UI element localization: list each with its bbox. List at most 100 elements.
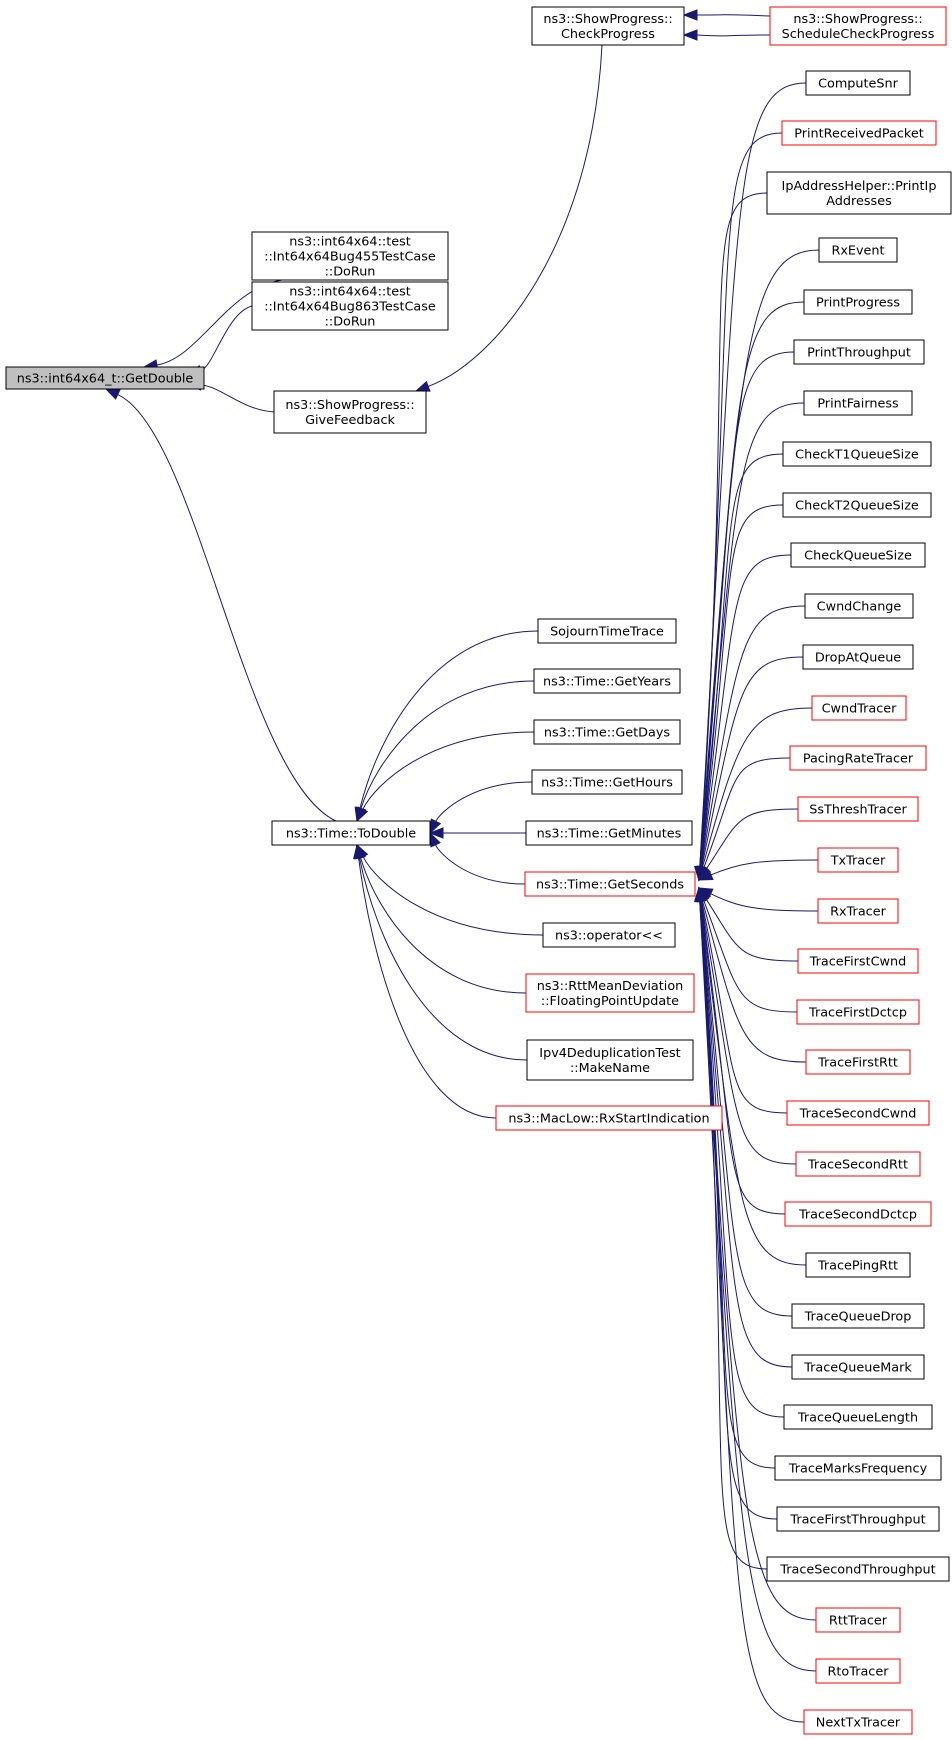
node-printfairness[interactable]: PrintFairness — [803, 390, 913, 416]
node-box — [791, 1354, 925, 1380]
edge-printthroughput-to-getseconds — [699, 351, 795, 868]
edge-rtttracer-to-getseconds — [699, 900, 817, 1621]
node-checkt2[interactable]: CheckT2QueueSize — [782, 492, 932, 518]
node-traceseconddctcp[interactable]: TraceSecondDctcp — [784, 1201, 932, 1227]
node-box — [525, 973, 695, 1013]
edge-getminutes-to-todouble-arrow — [428, 827, 444, 839]
node-label: TraceQueueMark — [803, 1361, 912, 1376]
node-rxevent[interactable]: RxEvent — [818, 237, 898, 263]
node-tracequeuemark[interactable]: TraceQueueMark — [791, 1354, 925, 1380]
node-label: TxTracer — [830, 854, 886, 869]
node-tracefirstdctcp[interactable]: TraceFirstDctcp — [796, 999, 920, 1025]
node-label: IpAddressHelper::PrintIp — [782, 179, 937, 194]
node-maclow[interactable]: ns3::MacLow::RxStartIndication — [495, 1105, 723, 1131]
edge-computesnr-to-getseconds — [699, 82, 807, 868]
node-cwndchange[interactable]: CwndChange — [804, 593, 914, 619]
node-todouble[interactable]: ns3::Time::ToDouble — [271, 820, 431, 846]
node-label: PrintThroughput — [807, 346, 911, 361]
node-box — [766, 171, 952, 215]
node-tracequeuedrop[interactable]: TraceQueueDrop — [791, 1303, 925, 1329]
node-getminutes[interactable]: ns3::Time::GetMinutes — [525, 820, 693, 846]
node-checkqueue[interactable]: CheckQueueSize — [790, 542, 926, 568]
node-label: Ipv4DeduplicationTest — [539, 1046, 680, 1061]
node-sojourn[interactable]: SojournTimeTrace — [537, 618, 677, 644]
edge-checkprogress-to-givefeedback-arrow — [414, 380, 431, 392]
node-tracesecondrtt[interactable]: TraceSecondRtt — [795, 1151, 921, 1177]
edge-checkqueue-to-getseconds — [700, 554, 792, 868]
node-computesnr[interactable]: ComputeSnr — [805, 70, 911, 96]
node-box — [817, 898, 899, 924]
node-schedulecheck[interactable]: ns3::ShowProgress::ScheduleCheckProgress — [769, 6, 947, 46]
node-gethours[interactable]: ns3::Time::GetHours — [531, 769, 683, 795]
node-label: ns3::ShowProgress:: — [285, 398, 414, 413]
node-box — [533, 668, 681, 694]
node-tracesecondthroughput[interactable]: TraceSecondThroughput — [766, 1556, 950, 1582]
node-box — [803, 289, 913, 315]
node-printthroughput[interactable]: PrintThroughput — [793, 339, 925, 365]
edge-schedulecheck-to-checkprogress — [696, 14, 771, 17]
node-label: ::DoRun — [325, 265, 376, 280]
node-bug455[interactable]: ns3::int64x64::test::Int64x64Bug455TestC… — [251, 231, 449, 281]
edge-rxtracer-to-getseconds — [710, 893, 819, 912]
node-givefeedback[interactable]: ns3::ShowProgress::GiveFeedback — [273, 390, 427, 434]
node-getdays[interactable]: ns3::Time::GetDays — [533, 719, 681, 745]
node-label: TraceFirstDctcp — [808, 1006, 907, 1021]
node-tracesecondcwnd[interactable]: TraceSecondCwnd — [786, 1100, 930, 1126]
edge-checkprogress-to-schedulecheck-arrow — [682, 29, 698, 41]
node-box — [791, 1303, 925, 1329]
node-printprogress[interactable]: PrintProgress — [803, 289, 913, 315]
edge-rttmean-to-todouble — [360, 857, 527, 994]
node-box — [251, 281, 449, 331]
node-pacingrate[interactable]: PacingRateTracer — [789, 745, 927, 771]
node-checkprogress[interactable]: ns3::ShowProgress::CheckProgress — [531, 6, 685, 46]
node-tracequeuelength[interactable]: TraceQueueLength — [783, 1404, 933, 1430]
node-label: DropAtQueue — [815, 651, 901, 666]
node-getyears[interactable]: ns3::Time::GetYears — [533, 668, 681, 694]
node-rttmean[interactable]: ns3::RttMeanDeviation::FloatingPointUpda… — [525, 973, 695, 1013]
node-label: PacingRateTracer — [803, 752, 914, 767]
node-label: TraceSecondDctcp — [798, 1208, 917, 1223]
node-txtracer[interactable]: TxTracer — [817, 847, 899, 873]
edge-tracepingrtt-to-getseconds — [700, 900, 807, 1266]
node-getdouble[interactable]: ns3::int64x64_t::GetDouble — [5, 366, 205, 390]
node-label: NextTxTracer — [816, 1716, 901, 1731]
node-box — [796, 999, 920, 1025]
node-label: SojournTimeTrace — [550, 625, 664, 640]
node-box — [781, 120, 937, 146]
node-box — [531, 769, 683, 795]
node-cwndtracer[interactable]: CwndTracer — [811, 695, 907, 721]
node-printreceived[interactable]: PrintReceivedPacket — [781, 120, 937, 146]
node-tracefirstcwnd[interactable]: TraceFirstCwnd — [797, 948, 919, 974]
node-label: TraceFirstThroughput — [789, 1513, 925, 1528]
node-checkt1[interactable]: CheckT1QueueSize — [782, 441, 932, 467]
node-rtttracer[interactable]: RttTracer — [815, 1607, 901, 1633]
node-label: PrintProgress — [816, 296, 900, 311]
node-tracepingrtt[interactable]: TracePingRtt — [805, 1252, 911, 1278]
node-getseconds[interactable]: ns3::Time::GetSeconds — [524, 871, 696, 897]
node-box — [782, 441, 932, 467]
node-operator[interactable]: ns3::operator<< — [542, 922, 676, 948]
node-box — [526, 1039, 694, 1081]
node-label: ns3::Time::GetHours — [541, 776, 673, 791]
node-label: SsThreshTracer — [809, 803, 907, 818]
node-label: CheckProgress — [561, 27, 655, 42]
node-bug863[interactable]: ns3::int64x64::test::Int64x64Bug863TestC… — [251, 281, 449, 331]
node-box — [542, 922, 676, 948]
node-nexttxtracer[interactable]: NextTxTracer — [803, 1709, 913, 1735]
node-rtotracer[interactable]: RtoTracer — [815, 1658, 901, 1684]
node-box — [789, 745, 927, 771]
edge-txtracer-to-getseconds — [710, 859, 819, 876]
node-label: PrintReceivedPacket — [794, 127, 924, 142]
node-ssthresh[interactable]: SsThreshTracer — [797, 796, 919, 822]
node-dropatqueue[interactable]: DropAtQueue — [802, 644, 914, 670]
node-rxtracer[interactable]: RxTracer — [817, 898, 899, 924]
node-label: TraceFirstCwnd — [809, 955, 907, 970]
node-ipv4dedup[interactable]: Ipv4DeduplicationTest::MakeName — [526, 1039, 694, 1081]
edges-layer — [104, 9, 820, 1723]
node-tracefirstrtt[interactable]: TraceFirstRtt — [805, 1049, 911, 1075]
node-label: ::DoRun — [325, 315, 376, 330]
node-tracefirstthroughput[interactable]: TraceFirstThroughput — [776, 1506, 940, 1532]
node-tracemarksfreq[interactable]: TraceMarksFrequency — [774, 1455, 942, 1481]
